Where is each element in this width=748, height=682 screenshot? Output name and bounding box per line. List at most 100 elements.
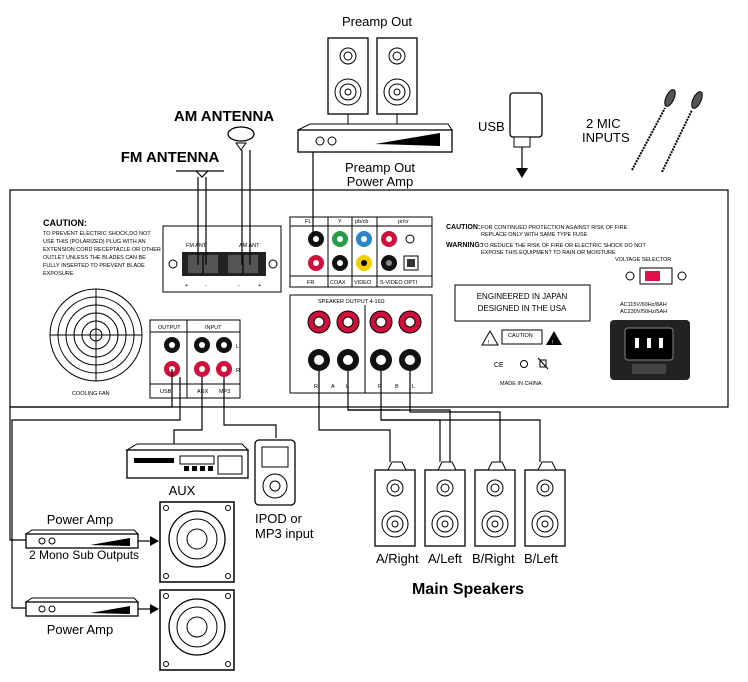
engineered-box xyxy=(454,284,591,322)
speaker-terminal-a-right-red xyxy=(307,310,331,334)
coax-label: COAX xyxy=(330,280,346,286)
certification-icon xyxy=(520,360,528,368)
speaker-terminal-b-right-black xyxy=(370,349,392,371)
mic-inputs-label-1: 2 MIC xyxy=(586,116,621,131)
prcr-label: pr/cr xyxy=(398,219,409,225)
caution-line-3: EXTENSION CORD RECEPTACLE OR OTHER xyxy=(43,247,161,253)
rca-jack-output-l xyxy=(164,337,180,353)
rca-jack-aux-r xyxy=(194,361,210,377)
fm-plus: + xyxy=(185,283,188,289)
fm-ant-label: FM ANT xyxy=(186,243,207,249)
rca-jack-fl xyxy=(308,231,324,247)
input-output-rca-box xyxy=(149,319,241,399)
fm-antenna-label: FM ANTENNA xyxy=(121,149,220,166)
mic-inputs-label-2: INPUTS xyxy=(582,130,630,145)
power-inlet-icon xyxy=(610,320,690,380)
spk-r2-label: R xyxy=(378,384,382,390)
voltage-line-2: AC230V/50Hz/5AH xyxy=(620,309,667,315)
sub-output-wires xyxy=(9,369,277,609)
warning-text-2: EXPOSE THIS EQUIPMENT TO RAIN OR MOISTUR… xyxy=(481,250,616,256)
optical-jack xyxy=(403,255,419,271)
caution-line-1: TO PREVENT ELECTRIC SHOCK,DO NOT xyxy=(43,231,151,237)
screw-icon xyxy=(625,271,635,281)
aux-cd-player-icon xyxy=(125,443,250,479)
antenna-terminal-block xyxy=(168,252,278,276)
rca-jack-mp3-l xyxy=(216,337,232,353)
main-speaker-a-left xyxy=(424,461,466,547)
rca-jack-fr xyxy=(308,255,324,271)
cooling-fan-icon xyxy=(49,288,143,382)
power-amp-label-1: Power Amp xyxy=(47,512,113,527)
pbcb-label: pb/cb xyxy=(355,219,368,225)
fm-minus: - xyxy=(205,283,207,289)
main-speaker-b-right xyxy=(474,461,516,547)
caution-box-text: CAUTION xyxy=(508,333,533,339)
fl-label: FL xyxy=(305,219,311,225)
engineered-line-1: ENGINEERED IN JAPAN xyxy=(477,292,568,301)
voltage-selector-label: VOLTAGE SELECTOR xyxy=(615,257,671,263)
screw-icon xyxy=(677,271,687,281)
microphone-icon xyxy=(631,89,676,171)
preamp-out-amp-label: Preamp Out xyxy=(345,160,415,175)
caution-line-2: USE THIS (POLARIZED) PLUG WITH AN xyxy=(43,239,146,245)
main-speakers-label: Main Speakers xyxy=(412,581,524,598)
svg-text:!: ! xyxy=(488,340,490,346)
input-l-label: L xyxy=(236,344,239,350)
speaker-terminal-a-left-red xyxy=(336,310,360,334)
input-r-label: R xyxy=(236,368,240,374)
a-right-label: A/Right xyxy=(376,551,419,566)
am-antenna-loop-icon xyxy=(227,126,255,151)
spk-l2-label: L xyxy=(412,384,415,390)
video-io-box xyxy=(289,216,433,288)
usb-jack-label: USB xyxy=(160,389,172,395)
mono-sub-label: 2 Mono Sub Outputs xyxy=(29,548,139,562)
caution-title: CAUTION: xyxy=(43,218,87,228)
am-antenna-label: AM ANTENNA xyxy=(174,108,274,125)
input-label: INPUT xyxy=(205,325,222,331)
caution-label-box xyxy=(501,329,543,345)
ipod-label-1: IPOD or xyxy=(255,511,303,526)
svg-text:!: ! xyxy=(552,340,554,346)
caution-line-6: EXPOSURE xyxy=(43,271,74,277)
ipod-label-2: MP3 input xyxy=(255,526,314,541)
preamp-out-top-label: Preamp Out xyxy=(342,14,412,29)
rca-jack-y xyxy=(332,231,348,247)
rca-jack-aux-l xyxy=(194,337,210,353)
power-amp-label-2: Power Amp xyxy=(47,622,113,637)
rca-jack-coax xyxy=(332,255,348,271)
a-left-label: A/Left xyxy=(428,551,462,566)
spk-r1-label: R xyxy=(314,384,318,390)
rca-jack-video xyxy=(356,255,372,271)
aux-label: AUX xyxy=(169,483,196,498)
video-label: VIDEO xyxy=(354,280,372,286)
arrow-icon xyxy=(150,536,159,546)
speaker-terminal-b-right-red xyxy=(369,310,393,334)
preamp-out-power-amp xyxy=(297,123,453,153)
subwoofer-2 xyxy=(159,589,235,671)
main-speaker-wires xyxy=(318,371,541,462)
y-label: Y xyxy=(338,219,342,225)
subwoofer-1 xyxy=(159,501,235,583)
main-speaker-b-left xyxy=(524,461,566,547)
preamp-speaker-left xyxy=(327,37,369,115)
warning-title: WARNING: xyxy=(446,242,482,249)
b-left-label: B/Left xyxy=(524,551,558,566)
spk-a-label: A xyxy=(331,384,335,390)
caution-line-4: OUTLET UNLESS THE BLADES CAN BE xyxy=(43,255,146,261)
am-minus: - xyxy=(238,283,240,289)
main-speaker-a-right xyxy=(374,461,416,547)
ipod-icon xyxy=(254,439,296,506)
caution-right-title: CAUTION: xyxy=(446,224,480,231)
speaker-output-label: SPEAKER OUTPUT 4-16Ω xyxy=(318,299,385,305)
engineered-line-2: DESIGNED IN THE USA xyxy=(478,304,567,313)
rca-jack-pbcb xyxy=(356,231,372,247)
sub-power-amp-1 xyxy=(24,529,140,549)
speaker-output-box xyxy=(289,294,433,394)
speaker-terminal-b-left-red xyxy=(398,310,422,334)
power-amp-top-label: Power Amp xyxy=(347,174,413,189)
cooling-fan-label: COOLING FAN xyxy=(72,391,110,397)
svideo-label: S-VIDEO OPTI xyxy=(380,280,417,286)
speaker-terminal-b-left-black xyxy=(399,349,421,371)
b-right-label: B/Right xyxy=(472,551,515,566)
